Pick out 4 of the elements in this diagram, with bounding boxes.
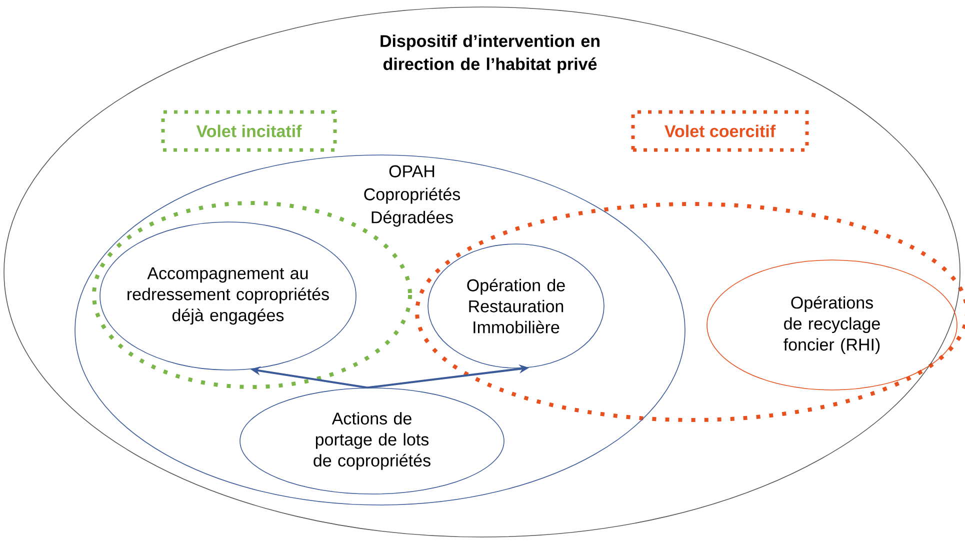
dotted-box: Volet incitatif xyxy=(161,110,337,152)
heading: OPAH Copropriétés Dégradées xyxy=(364,165,460,227)
dotted-box: Volet coercitif xyxy=(631,110,809,152)
heading: Dispositif d’intervention en direction de l’habitat privé xyxy=(380,34,600,74)
